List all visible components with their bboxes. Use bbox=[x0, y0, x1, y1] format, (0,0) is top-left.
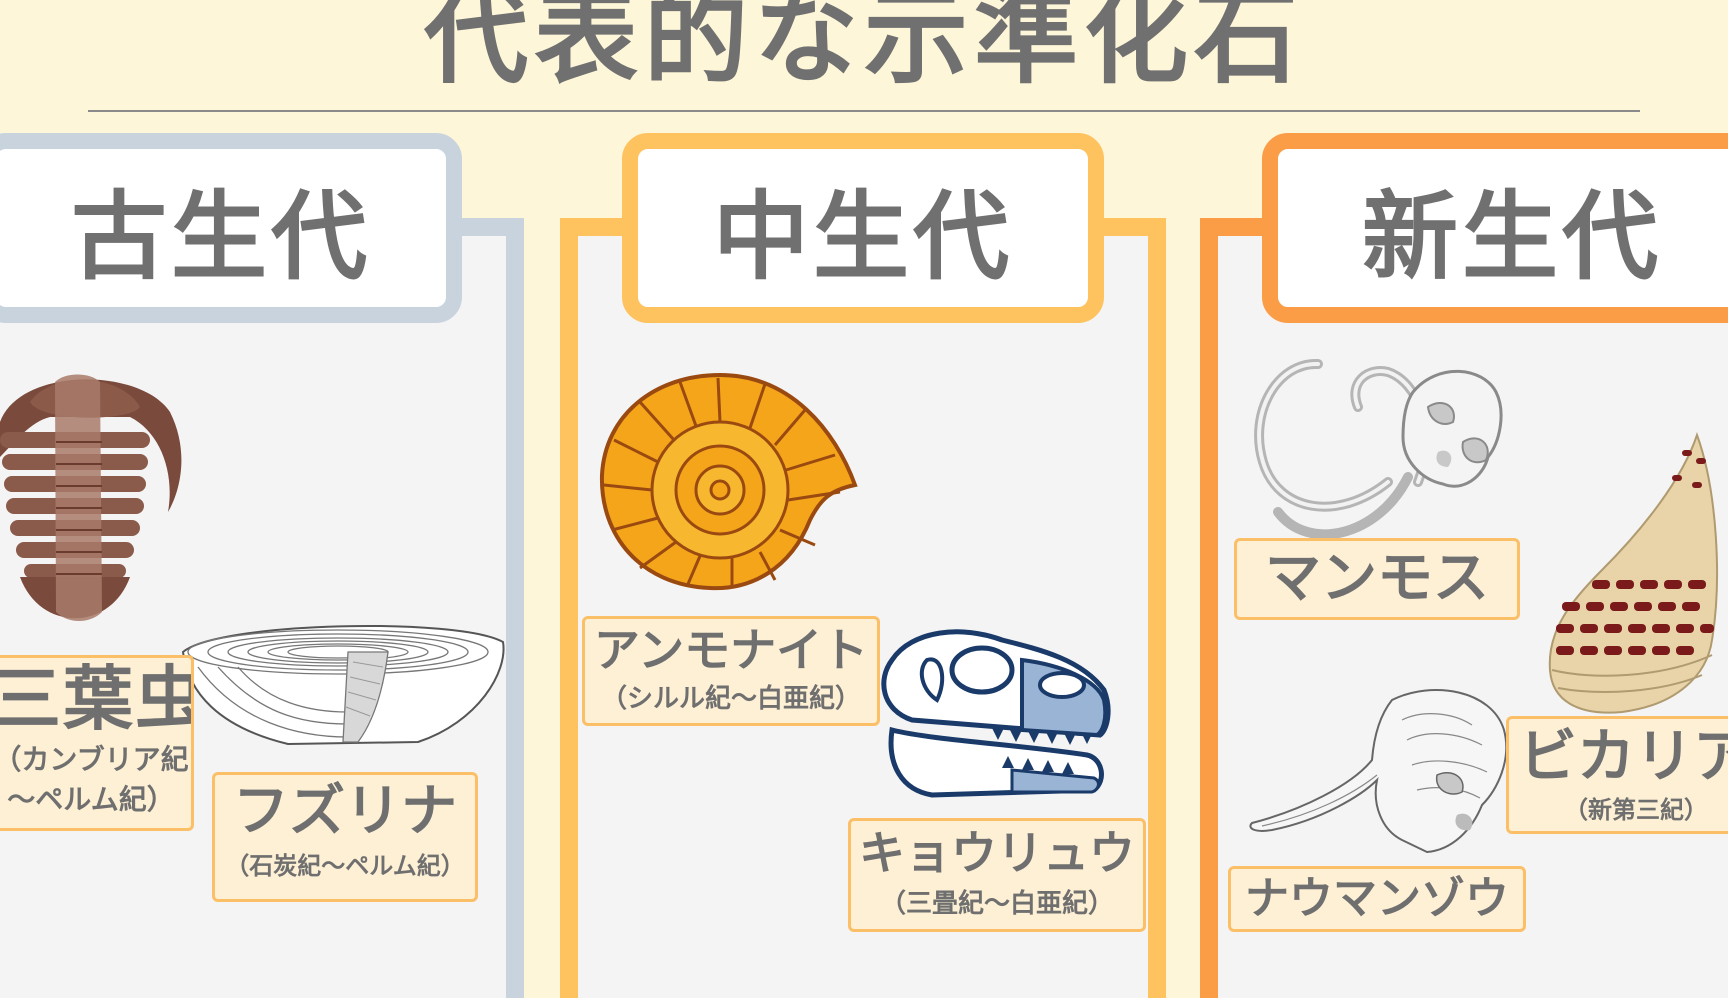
fossil-label-naumann-elephant: ナウマンゾウ bbox=[1228, 866, 1526, 932]
fossil-label-trilobite: 三葉虫 （カンブリア紀 ～ペルム紀） bbox=[0, 655, 194, 831]
naumann-elephant-illustration bbox=[1249, 689, 1508, 854]
page-title: 代表的な示準化石 bbox=[423, 0, 1304, 98]
fossil-label-fusulina: フズリナ （石炭紀～ペルム紀） bbox=[212, 772, 478, 902]
paleozoic-header: 古生代 bbox=[0, 133, 462, 323]
ammonite-illustration bbox=[599, 372, 858, 591]
vicarya-illustration bbox=[1548, 431, 1718, 714]
fossil-label-vicarya: ビカリア （新第三紀） bbox=[1506, 716, 1728, 834]
fossil-label-mammoth: マンモス bbox=[1234, 538, 1520, 620]
fossil-label-dinosaur: キョウリュウ （三畳紀～白亜紀） bbox=[848, 818, 1146, 932]
mammoth-illustration bbox=[1254, 359, 1503, 540]
cenozoic-header: 新生代 bbox=[1262, 133, 1728, 323]
dinosaur-skull-illustration bbox=[881, 629, 1111, 798]
fusulina-illustration bbox=[181, 625, 505, 746]
trilobite-illustration bbox=[0, 374, 182, 621]
mesozoic-header: 中生代 bbox=[622, 133, 1104, 323]
title-divider bbox=[88, 110, 1640, 112]
fossil-label-ammonite: アンモナイト （シルル紀～白亜紀） bbox=[582, 616, 880, 726]
